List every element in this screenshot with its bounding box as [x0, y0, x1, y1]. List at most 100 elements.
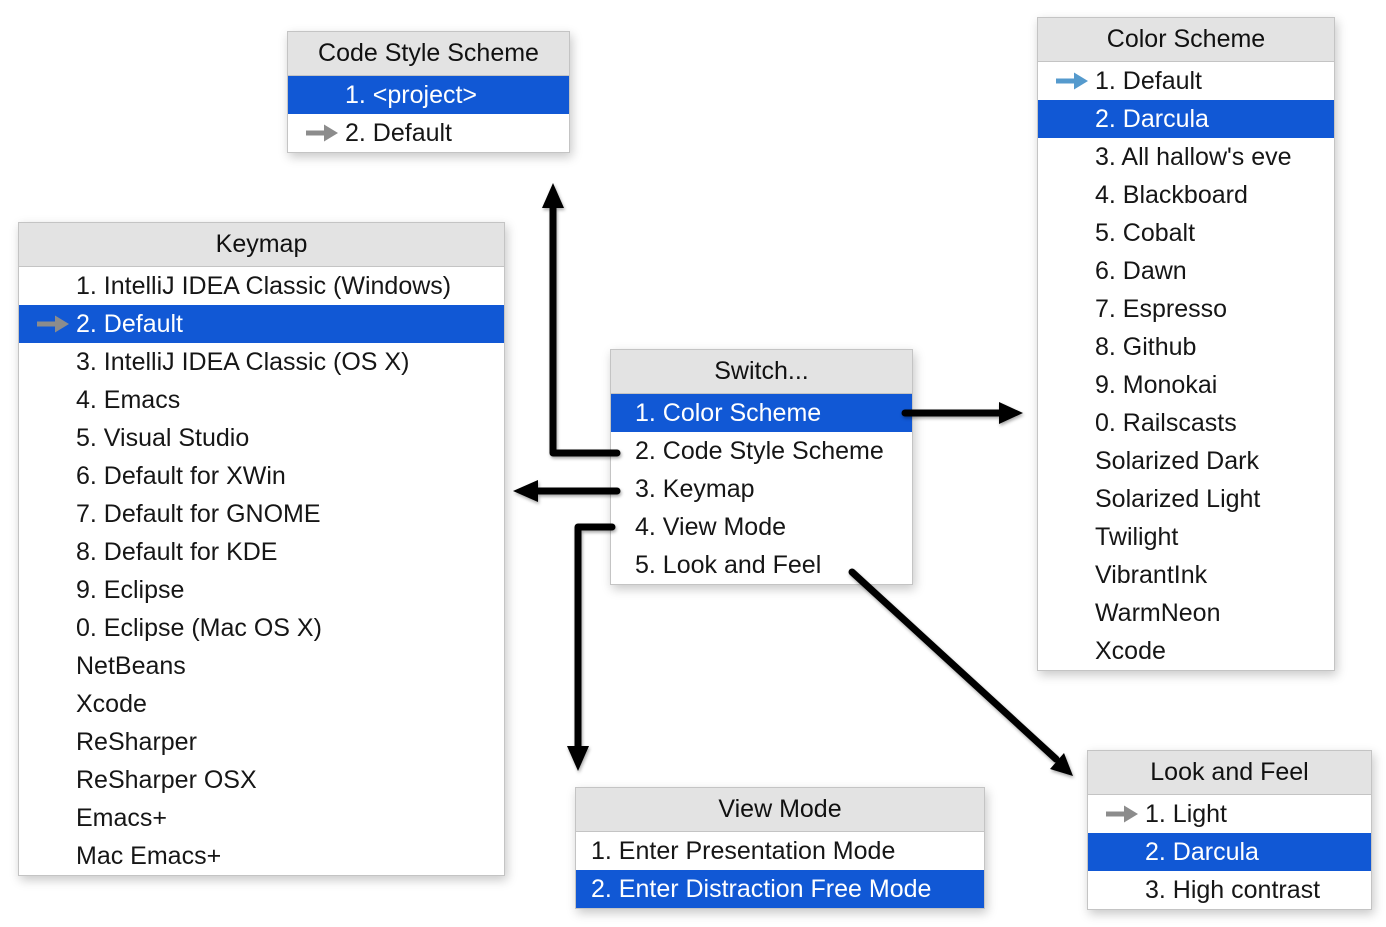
menu-item[interactable]: 4. Blackboard	[1038, 176, 1334, 214]
menu-item-label: 1. Enter Presentation Mode	[591, 836, 896, 865]
menu-item-label: 0. Railscasts	[1095, 408, 1237, 437]
menu-item-label: VibrantInk	[1095, 560, 1208, 589]
menu-item[interactable]: 2. Enter Distraction Free Mode	[576, 870, 984, 908]
arrow-switch-to-view-mode-icon	[567, 523, 616, 771]
menu-item-label: 2. Darcula	[1095, 104, 1209, 133]
menu-item[interactable]: 3. High contrast	[1088, 871, 1371, 909]
arrow-switch-to-code-style-scheme-icon	[542, 183, 621, 457]
menu-item[interactable]: 3. All hallow's eve	[1038, 138, 1334, 176]
popup-title: View Mode	[576, 788, 984, 832]
blue-arrow-icon	[1055, 71, 1095, 91]
menu-item-label: 6. Default for XWin	[76, 461, 286, 490]
menu-item[interactable]: Solarized Light	[1038, 480, 1334, 518]
menu-item-label: Mac Emacs+	[76, 841, 222, 870]
menu-item[interactable]: 5. Visual Studio	[19, 419, 504, 457]
menu-item[interactable]: Solarized Dark	[1038, 442, 1334, 480]
menu-item[interactable]: 5. Look and Feel	[611, 546, 912, 584]
menu-item[interactable]: 6. Dawn	[1038, 252, 1334, 290]
menu-item-label: Solarized Light	[1095, 484, 1261, 513]
menu-item[interactable]: 3. IntelliJ IDEA Classic (OS X)	[19, 343, 504, 381]
menu-item[interactable]: 4. Emacs	[19, 381, 504, 419]
menu-item[interactable]: 2. Darcula	[1038, 100, 1334, 138]
menu-item[interactable]: 1. Light	[1088, 795, 1371, 833]
arrow-switch-to-keymap-icon	[513, 480, 621, 502]
menu-item-label: 2. Darcula	[1145, 837, 1259, 866]
menu-item-label: 5. Look and Feel	[635, 550, 822, 579]
menu-item[interactable]: 1. Color Scheme	[611, 394, 912, 432]
popup-title: Look and Feel	[1088, 751, 1371, 795]
menu-item-label: 7. Default for GNOME	[76, 499, 321, 528]
menu-item[interactable]: 8. Github	[1038, 328, 1334, 366]
menu-item-label: 3. IntelliJ IDEA Classic (OS X)	[76, 347, 410, 376]
popup-color-scheme: Color Scheme 1. Default 2. Darcula 3. All …	[1037, 17, 1335, 671]
menu-item-label: Xcode	[76, 689, 147, 718]
menu-item[interactable]: 0. Eclipse (Mac OS X)	[19, 609, 504, 647]
menu-item[interactable]: 7. Espresso	[1038, 290, 1334, 328]
menu-item[interactable]: WarmNeon	[1038, 594, 1334, 632]
menu-item[interactable]: 9. Monokai	[1038, 366, 1334, 404]
menu-item[interactable]: VibrantInk	[1038, 556, 1334, 594]
menu-item-label: 0. Eclipse (Mac OS X)	[76, 613, 322, 642]
menu-item-label: 6. Dawn	[1095, 256, 1187, 285]
menu-item-label: 9. Eclipse	[76, 575, 185, 604]
popup-keymap: Keymap 1. IntelliJ IDEA Classic (Windows…	[18, 222, 505, 876]
menu-item-label: Twilight	[1095, 522, 1179, 551]
menu-item[interactable]: 1. <project>	[288, 76, 569, 114]
menu-item-label: 7. Espresso	[1095, 294, 1228, 323]
menu-item-label: 4. Emacs	[76, 385, 181, 414]
menu-item[interactable]: 2. Darcula	[1088, 833, 1371, 871]
menu-item[interactable]: 2. Default	[288, 114, 569, 152]
menu-item[interactable]: Mac Emacs+	[19, 837, 504, 875]
menu-item-label: 2. Default	[345, 118, 453, 147]
gray-arrow-icon	[36, 314, 76, 334]
menu-item[interactable]: 1. IntelliJ IDEA Classic (Windows)	[19, 267, 504, 305]
arrow-switch-to-color-scheme-icon	[901, 402, 1023, 424]
menu-item-label: 1. Default	[1095, 66, 1203, 95]
menu-item-label: 1. IntelliJ IDEA Classic (Windows)	[76, 271, 452, 300]
menu-item-label: 2. Enter Distraction Free Mode	[591, 874, 932, 903]
menu-item-list: 1. <project> 2. Default	[288, 76, 569, 152]
menu-item-label: 1. Color Scheme	[635, 398, 822, 427]
menu-item-label: WarmNeon	[1095, 598, 1221, 627]
menu-item-label: Xcode	[1095, 636, 1166, 665]
menu-item[interactable]: Emacs+	[19, 799, 504, 837]
menu-item[interactable]: 4. View Mode	[611, 508, 912, 546]
menu-item[interactable]: 2. Code Style Scheme	[611, 432, 912, 470]
menu-item-label: 2. Code Style Scheme	[635, 436, 884, 465]
menu-item[interactable]: 7. Default for GNOME	[19, 495, 504, 533]
menu-item[interactable]: 5. Cobalt	[1038, 214, 1334, 252]
gray-arrow-icon	[1105, 804, 1145, 824]
popup-title: Color Scheme	[1038, 18, 1334, 62]
menu-item[interactable]: Twilight	[1038, 518, 1334, 556]
popup-view-mode: View Mode 1. Enter Presentation Mode 2. E…	[575, 787, 985, 909]
menu-item[interactable]: Xcode	[19, 685, 504, 723]
menu-item-label: 3. Keymap	[635, 474, 755, 503]
menu-item[interactable]: 9. Eclipse	[19, 571, 504, 609]
menu-item[interactable]: 6. Default for XWin	[19, 457, 504, 495]
menu-item[interactable]: ReSharper OSX	[19, 761, 504, 799]
menu-item[interactable]: NetBeans	[19, 647, 504, 685]
menu-item-label: Solarized Dark	[1095, 446, 1259, 475]
menu-item-label: 3. High contrast	[1145, 875, 1321, 904]
menu-item-label: Emacs+	[76, 803, 168, 832]
menu-item-label: 9. Monokai	[1095, 370, 1218, 399]
popup-code-style-scheme: Code Style Scheme 1. <project>2. Default	[287, 31, 570, 153]
menu-item[interactable]: 8. Default for KDE	[19, 533, 504, 571]
menu-item-list: 1. Light 2. Darcula 3. High contrast	[1088, 795, 1371, 909]
menu-item[interactable]: Xcode	[1038, 632, 1334, 670]
menu-item-label: 2. Default	[76, 309, 184, 338]
menu-item[interactable]: ReSharper	[19, 723, 504, 761]
menu-item-label: NetBeans	[76, 651, 186, 680]
menu-item[interactable]: 3. Keymap	[611, 470, 912, 508]
popup-title: Switch...	[611, 350, 912, 394]
popup-switch: Switch... 1. Color Scheme 2. Code Style S…	[610, 349, 913, 585]
menu-item-label: 1. <project>	[345, 80, 478, 109]
menu-item[interactable]: 0. Railscasts	[1038, 404, 1334, 442]
menu-item[interactable]: 1. Default	[1038, 62, 1334, 100]
menu-item-label: 5. Visual Studio	[76, 423, 250, 452]
menu-item[interactable]: 1. Enter Presentation Mode	[576, 832, 984, 870]
menu-item[interactable]: 2. Default	[19, 305, 504, 343]
popup-title: Keymap	[19, 223, 504, 267]
